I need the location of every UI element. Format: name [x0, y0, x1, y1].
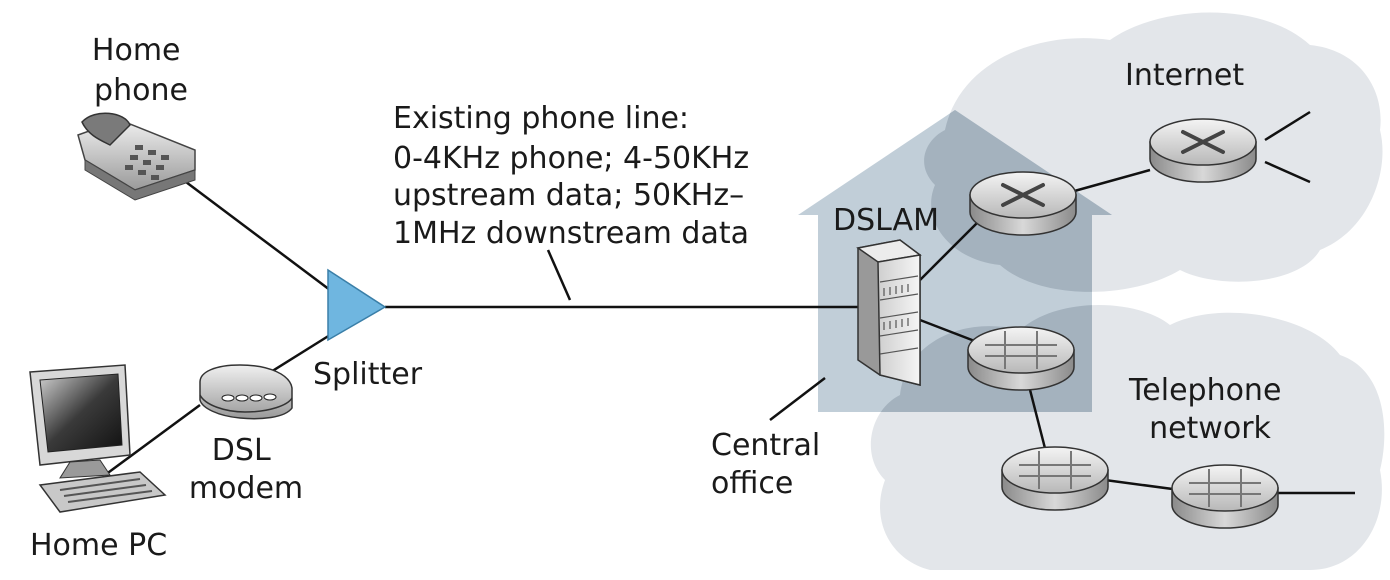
internet-uplink-2 [1264, 160, 1311, 184]
telephone-switch-icon [967, 326, 1075, 391]
pc-to-modem-line [104, 403, 201, 477]
dslam-label: DSLAM [833, 203, 939, 238]
router-icon [969, 171, 1077, 236]
pc-icon [29, 364, 167, 513]
central-office-label: Central office [711, 428, 830, 501]
dsl-modem-icon [199, 364, 293, 420]
home-pc-label: Home PC [30, 528, 167, 563]
phone-line-label: Existing phone line: 0-4KHz phone; 4-50K… [393, 101, 759, 251]
phone-icon [77, 112, 196, 201]
dslam-rack-icon [856, 239, 922, 386]
dslam-to-internet-router [919, 214, 986, 281]
phone-to-splitter-line [169, 169, 331, 291]
router-icon [1149, 118, 1257, 183]
phone-line-callout [546, 249, 572, 301]
central-office-callout [769, 377, 826, 421]
telephone-switch-icon [1171, 464, 1279, 529]
splitter-label: Splitter [313, 357, 423, 392]
dsl-modem-label: DSL modem [189, 433, 303, 506]
telephone-network-label: Telephone network [1128, 373, 1291, 446]
telephone-switch-icon [1001, 446, 1109, 511]
internet-uplink-1 [1264, 110, 1311, 142]
splitter-icon [327, 268, 387, 342]
home-phone-label: Home phone [92, 33, 190, 108]
internet-label: Internet [1125, 58, 1244, 93]
